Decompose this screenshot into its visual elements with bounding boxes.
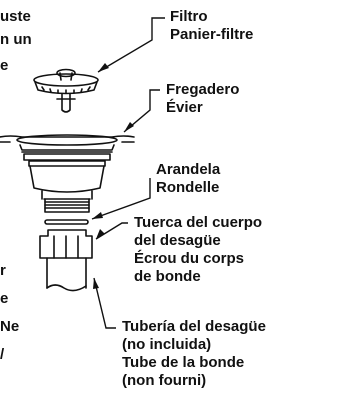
strainer-leader-line [97, 17, 165, 73]
arrowhead [92, 212, 103, 219]
arrowhead [93, 278, 99, 289]
body-nut-label-line3: Écrou du corps [134, 250, 245, 267]
sink-label: Fregadero Évier [166, 81, 239, 117]
body-nut-label: Tuerca del cuerpo del desagüe Écrou du c… [134, 214, 262, 286]
body-nut-label-line1: Tuerca del cuerpo [134, 214, 263, 231]
drain-pipe-label: Tubería del desagüe (no incluida) Tube d… [122, 318, 266, 390]
strainer-basket [33, 68, 99, 113]
washer-label-es: Arandela [156, 161, 221, 178]
left-text-fragment: r [0, 262, 6, 279]
arrowhead [96, 229, 105, 239]
washer-label: Arandela Rondelle [156, 161, 220, 197]
arrowhead [124, 122, 134, 132]
body-nut [39, 229, 93, 259]
drain-pipe-label-line1: Tubería del desagüe [122, 318, 266, 335]
drain-pipe-label-line3: Tube de la bonde [122, 354, 245, 371]
arrowhead [98, 63, 109, 72]
sink-flange [0, 134, 135, 167]
left-text-fragment: e [0, 57, 9, 74]
left-text-fragment: / [0, 346, 5, 363]
drain-body [29, 165, 105, 213]
rubber-washer [44, 219, 89, 225]
body-nut-label-line4: de bonde [134, 268, 201, 285]
drain-pipe-label-line2: (no incluida) [122, 336, 212, 353]
drain-pipe [46, 257, 87, 292]
sink-label-es: Fregadero [166, 81, 240, 98]
drain-pipe-leader-line [93, 277, 116, 329]
left-text-fragment: uste [0, 8, 31, 25]
washer-leader-line [91, 178, 151, 220]
left-text-fragment: Ne [0, 318, 20, 335]
strainer-label: Filtro Panier-filtre [170, 8, 253, 44]
left-text-fragment: n un [0, 31, 32, 48]
drain-pipe-label-line4: (non fourni) [122, 372, 207, 389]
body-nut-label-line2: del desagüe [134, 232, 221, 249]
left-text-fragment: e [0, 290, 9, 307]
strainer-label-es: Filtro [170, 8, 208, 25]
washer-label-fr: Rondelle [156, 179, 220, 196]
sink-label-fr: Évier [166, 99, 203, 116]
sink-leader-line [123, 89, 160, 133]
strainer-label-fr: Panier-filtre [170, 26, 254, 43]
